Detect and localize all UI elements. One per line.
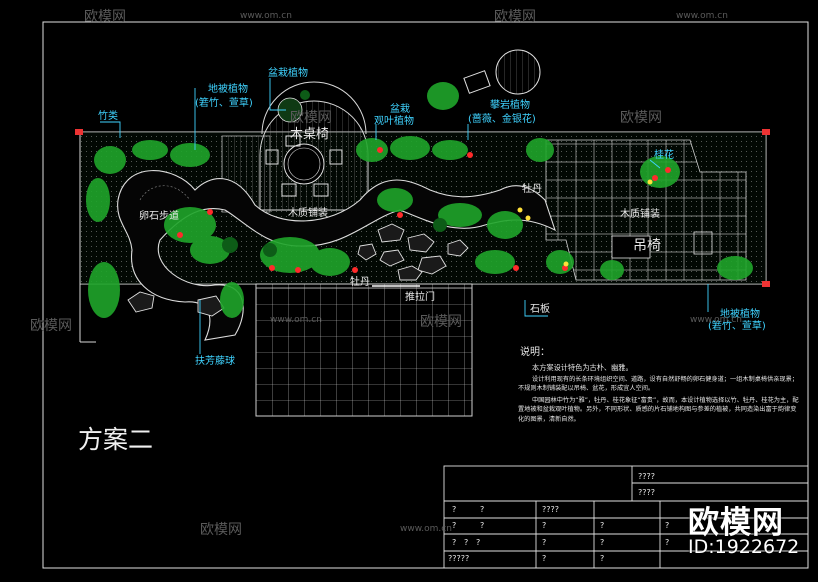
title-block-cell: ???? [638, 472, 655, 481]
label-wood-table: 木桌椅 [290, 127, 329, 142]
label-stone-slab: 石板 [530, 302, 550, 315]
svg-text:欧模网: 欧模网 [420, 314, 462, 330]
svg-text:欧模网: 欧模网 [30, 318, 72, 334]
svg-text:www.om.cn: www.om.cn [240, 11, 292, 21]
label-ground-cover-left: 地被植物 [208, 82, 248, 95]
label-sliding-door: 推拉门 [405, 290, 435, 303]
title-block-cell: ? [542, 554, 547, 563]
title-block-cell: ? [476, 538, 481, 547]
label-potted-2: 盆栽 [390, 102, 410, 115]
label-ground-cover-right-species: (箬竹、萱草) [708, 319, 766, 332]
stone-slabs [127, 223, 469, 317]
label-ground-cover-left-species: (箬竹、萱草) [195, 96, 253, 109]
svg-text:www.om.cn: www.om.cn [400, 524, 452, 534]
title-block-cell: ? [464, 538, 469, 547]
indoor-grid-area [255, 283, 473, 417]
label-peony-bottom: 牡丹 [350, 275, 370, 288]
title-block-cell: ? [480, 505, 485, 514]
title-block-cell: ???? [638, 488, 655, 497]
label-climbing-species: (蔷薇、金银花) [468, 112, 536, 125]
title-block-cell: ? [600, 521, 605, 530]
scheme-title: 方案二 [78, 425, 154, 454]
label-hanging-chair: 吊椅 [633, 238, 661, 254]
svg-text:欧模网: 欧模网 [200, 522, 242, 538]
label-bamboo: 竹类 [98, 109, 118, 122]
title-block-cell: ? [542, 538, 547, 547]
right-wood-paving [545, 139, 747, 281]
svg-text:欧模网: 欧模网 [290, 110, 332, 126]
round-table-set [265, 135, 343, 197]
notes-paragraph: 中国园林中竹为“雅”，牡丹、桂花象征“富贵”，故而，本设计植物选择以竹、牡丹、桂… [518, 396, 799, 423]
title-block-cell: ???? [542, 505, 559, 514]
svg-text:欧模网: 欧模网 [84, 9, 126, 25]
title-block-cell: ? [665, 521, 670, 530]
svg-text:www.om.cn: www.om.cn [690, 315, 742, 325]
label-climbing: 攀岩植物 [490, 98, 530, 111]
notes-paragraph: 设计利用现有的长条环境组织空间、道路，设有自然舒畅的卵石健身道；一组木制桌椅供亲… [518, 375, 799, 393]
label-osmanthus: 桂花 [654, 148, 674, 161]
label-potted-plants: 盆栽植物 [268, 66, 308, 79]
label-pebble-path: 卵石步道 [139, 209, 179, 222]
title-block-cell: ? [480, 521, 485, 530]
svg-text:欧模网: 欧模网 [494, 9, 536, 25]
title-block-cell: ? [452, 505, 457, 514]
label-peony-right: 牡丹 [522, 182, 542, 195]
title-block-cell: ????? [448, 554, 470, 563]
title-block-cell: ? [600, 554, 605, 563]
brand-watermark: 欧模网 [688, 505, 784, 541]
svg-text:欧模网: 欧模网 [620, 110, 662, 126]
svg-text:www.om.cn: www.om.cn [270, 315, 322, 325]
drawing-frame [42, 21, 809, 569]
label-wood-paving-2: 木质铺装 [620, 207, 660, 220]
leader-lines [100, 78, 709, 354]
title-block-cell: ? [452, 538, 457, 547]
title-block [443, 465, 809, 569]
vegetation [86, 82, 753, 318]
title-block-cell: ? [452, 521, 457, 530]
watermark-row: 欧模网 www.om.cn 欧模网 www.om.cn 欧模网 欧模网 欧模网 … [30, 9, 742, 538]
notes-paragraph: 本方案设计特色为古朴、幽雅。 [532, 363, 633, 372]
label-wood-paving-1: 木质铺装 [288, 206, 328, 219]
label-foliage: 观叶植物 [374, 114, 414, 127]
svg-text:www.om.cn: www.om.cn [676, 11, 728, 21]
label-hibiscus: 扶芳藤球 [195, 354, 235, 367]
label-ground-cover-right: 地被植物 [720, 307, 760, 320]
brand-id-watermark: ID:1922672 [688, 536, 800, 558]
title-block-cell: ? [665, 538, 670, 547]
notes-title: 说明： [520, 347, 550, 358]
title-block-cell: ? [600, 538, 605, 547]
notes-body: 本方案设计特色为古朴、幽雅。 设计利用现有的长条环境组织空间、道路，设有自然舒畅… [518, 363, 800, 427]
title-block-cell: ? [542, 521, 547, 530]
